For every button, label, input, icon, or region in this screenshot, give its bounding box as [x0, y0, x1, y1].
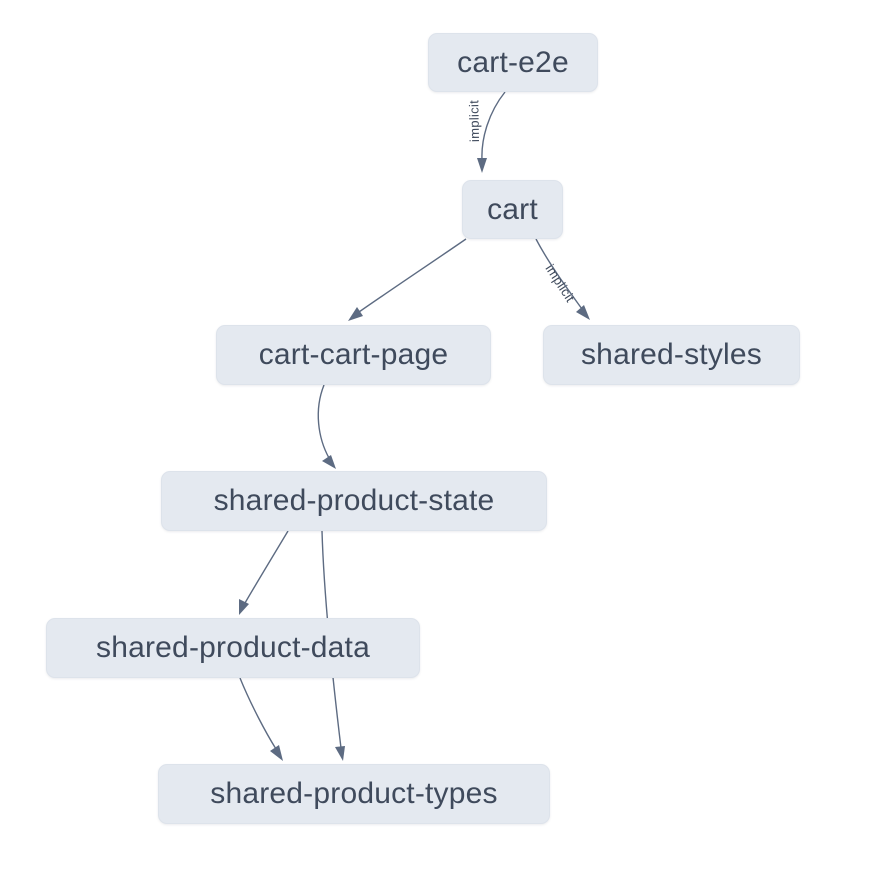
edge-cart-to-cart-cart-page[interactable]: [348, 238, 467, 321]
node-cart-cart-page[interactable]: cart-cart-page: [216, 325, 491, 385]
edge-path: [317, 384, 330, 459]
arrowhead-icon: [270, 745, 283, 761]
arrowhead-icon: [335, 746, 345, 761]
node-shared-product-state[interactable]: shared-product-state: [161, 471, 547, 531]
node-shared-styles[interactable]: shared-styles: [543, 325, 800, 385]
edge-path: [244, 530, 289, 604]
edge-path: [535, 238, 583, 310]
arrowhead-icon: [348, 307, 363, 321]
edge-cart-cart-page-to-shared-product-state[interactable]: [317, 384, 336, 469]
edge-cart-to-shared-styles[interactable]: implicit: [535, 238, 590, 320]
arrowhead-icon: [576, 305, 590, 320]
node-label: shared-product-types: [210, 777, 498, 810]
edge-shared-product-data-to-shared-product-types[interactable]: [239, 677, 283, 761]
node-label: cart-cart-page: [258, 338, 449, 371]
edge-path: [239, 677, 277, 750]
node-cart-e2e[interactable]: cart-e2e: [428, 33, 598, 92]
node-shared-product-types[interactable]: shared-product-types: [158, 764, 550, 824]
node-label: shared-product-data: [96, 631, 370, 664]
arrowhead-icon: [239, 599, 249, 615]
node-label: shared-product-state: [213, 484, 495, 517]
node-label: cart-e2e: [457, 45, 569, 79]
node-label: shared-styles: [580, 338, 762, 371]
edge-label-implicit-2: implicit: [542, 261, 578, 305]
arrowhead-icon: [477, 158, 487, 173]
edge-shared-product-state-to-shared-product-data[interactable]: [239, 530, 289, 615]
edge-path: [358, 238, 467, 313]
edge-cart-e2e-to-cart[interactable]: implicit: [466, 91, 506, 173]
edge-path: [481, 91, 506, 161]
edge-label-implicit-1: implicit: [466, 100, 482, 142]
node-label: cart: [487, 192, 538, 226]
node-cart[interactable]: cart: [462, 180, 563, 239]
node-shared-product-data[interactable]: shared-product-data: [46, 618, 420, 678]
arrowhead-icon: [322, 455, 336, 469]
